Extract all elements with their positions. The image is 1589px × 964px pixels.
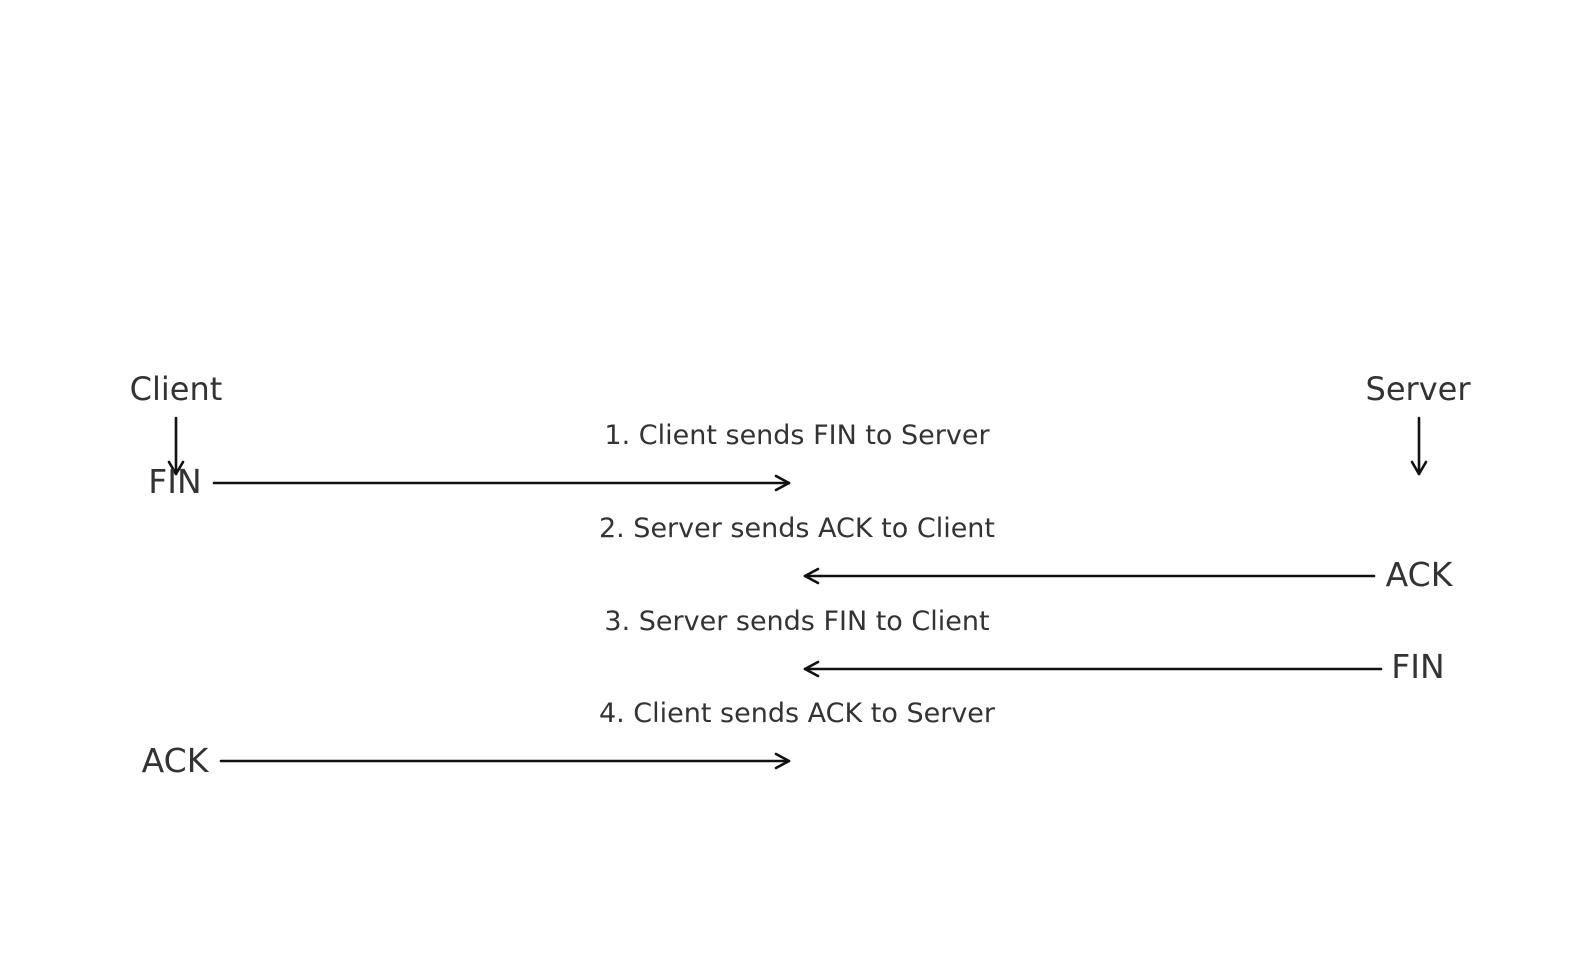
client-label: Client	[130, 370, 223, 408]
step-2-label: ACK	[1386, 555, 1454, 594]
step-3-arrow	[803, 660, 1383, 678]
step-1-label: FIN	[148, 462, 201, 501]
client-down-arrow	[167, 416, 185, 476]
server-label: Server	[1366, 370, 1472, 408]
step-4-arrow	[219, 752, 791, 770]
step-4-label: ACK	[142, 741, 210, 780]
server-down-arrow	[1410, 416, 1428, 476]
step-2-arrow	[803, 567, 1376, 585]
step-3-label: FIN	[1391, 647, 1444, 686]
step-1-caption: 1. Client sends FIN to Server	[604, 420, 990, 451]
step-1-arrow	[212, 474, 791, 492]
step-4-caption: 4. Client sends ACK to Server	[599, 698, 996, 729]
step-2-caption: 2. Server sends ACK to Client	[599, 513, 995, 544]
step-3-caption: 3. Server sends FIN to Client	[604, 606, 989, 637]
